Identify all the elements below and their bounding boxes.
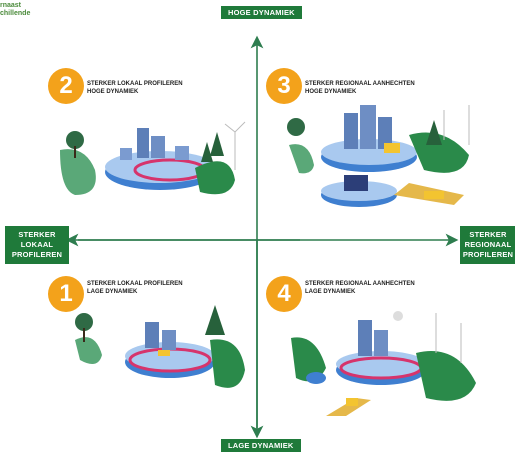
axis-right-line3: PROFILEREN	[462, 250, 514, 259]
corner-text-line2: chillende	[0, 10, 31, 17]
corner-text-line1: rnaast	[0, 2, 22, 9]
quadrant-3-line2: HOGE DYNAMIEK	[305, 89, 357, 95]
scene-quadrant-4	[291, 311, 476, 416]
quadrant-2-line1: STERKER LOKAAL PROFILEREN	[87, 81, 183, 87]
quadrant-1-number: 1	[48, 276, 84, 312]
quadrant-3-number: 3	[266, 68, 302, 104]
axis-right-line1: STERKER	[469, 230, 507, 239]
quadrant-3-line1: STERKER REGIONAAL AANHECHTEN	[305, 81, 415, 87]
quadrant-3-text: STERKER REGIONAAL AANHECHTEN HOGE DYNAMI…	[305, 80, 415, 96]
quadrant-1-line1: STERKER LOKAAL PROFILEREN	[87, 281, 183, 287]
quadrant-4-text: STERKER REGIONAAL AANHECHTEN LAGE DYNAMI…	[305, 280, 415, 296]
quadrant-1-line2: LAGE DYNAMIEK	[87, 289, 138, 295]
quadrant-4-line2: LAGE DYNAMIEK	[305, 289, 356, 295]
axis-left-line3: PROFILEREN	[11, 250, 63, 259]
quadrant-1-text: STERKER LOKAAL PROFILEREN LAGE DYNAMIEK	[87, 280, 183, 296]
scene-quadrant-2	[60, 121, 246, 195]
axis-label-bottom: LAGE DYNAMIEK	[221, 439, 301, 452]
quadrant-4-line1: STERKER REGIONAAL AANHECHTEN	[305, 281, 415, 287]
axis-label-right: STERKER REGIONAAL PROFILEREN	[460, 226, 515, 264]
axis-label-top: HOGE DYNAMIEK	[221, 6, 302, 19]
corner-text: rnaast chillende	[0, 2, 30, 18]
quadrant-2-number: 2	[48, 68, 84, 104]
scene-quadrant-1	[75, 305, 245, 388]
scene-quadrant-3	[287, 105, 470, 207]
quadrant-2-text: STERKER LOKAAL PROFILEREN HOGE DYNAMIEK	[87, 80, 183, 96]
axis-label-left: STERKER LOKAAL PROFILEREN	[5, 226, 69, 264]
quadrant-4-number: 4	[266, 276, 302, 312]
quadrant-2-line2: HOGE DYNAMIEK	[87, 89, 139, 95]
axis-left-line2: LOKAAL	[20, 240, 54, 249]
axis-left-line1: STERKER	[18, 230, 56, 239]
axis-right-line2: REGIONAAL	[464, 240, 512, 249]
